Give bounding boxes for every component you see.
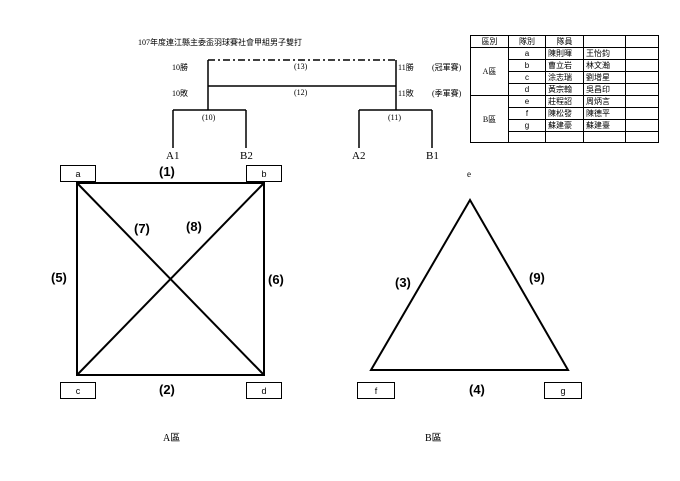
- lose-left-label: 10敗: [172, 89, 188, 98]
- blank-cell: [625, 119, 659, 132]
- match-6-label: (6): [268, 272, 284, 287]
- node-g: g: [544, 382, 582, 399]
- match-2-label: (2): [159, 382, 175, 397]
- blank-cell: [625, 59, 659, 72]
- player-cell: 曹立岩: [545, 59, 584, 72]
- match-3-label: (3): [395, 275, 411, 290]
- team-cell: c: [508, 71, 546, 84]
- player-cell: 蘇建臺: [583, 119, 626, 132]
- node-b: b: [246, 165, 282, 182]
- team-table: 區別 隊別 隊員 A區 a 陳則暉 王怡鈞 b 曹立岩 林文瀚 c 涂志瑞 劉增…: [470, 35, 659, 143]
- header-blank: [625, 35, 659, 48]
- player-cell: 蘇建豪: [545, 119, 584, 132]
- match-7-label: (7): [134, 221, 150, 236]
- seed-b2: B2: [240, 150, 253, 162]
- group-b-lines: [369, 198, 570, 371]
- final-note: (冠軍賽): [432, 63, 462, 72]
- table-row: f 陳松發 陳德平: [471, 107, 659, 120]
- player-cell: 林文瀚: [583, 59, 626, 72]
- team-cell: a: [508, 47, 546, 60]
- node-f: f: [357, 382, 395, 399]
- table-row: B區 e 莊程詔 周炳言: [470, 95, 659, 143]
- player-cell: 王怡鈞: [583, 47, 626, 60]
- match-1-label: (1): [159, 164, 175, 179]
- node-c: c: [60, 382, 96, 399]
- blank-cell: [625, 131, 659, 143]
- team-cell: f: [508, 107, 546, 120]
- seed-b1: B1: [426, 150, 439, 162]
- player-cell: [545, 131, 584, 143]
- lose-right-label: 11敗: [398, 89, 414, 98]
- win-right-label: 11勝: [398, 63, 414, 72]
- match-9-label: (9): [529, 270, 545, 285]
- player-cell: 陳德平: [583, 107, 626, 120]
- match-10-label: (10): [202, 113, 216, 122]
- zone-b-cell: B區: [470, 95, 509, 143]
- team-cell: g: [508, 119, 546, 132]
- group-a-lines: [76, 182, 265, 376]
- player-cell: 吳昌印: [583, 83, 626, 96]
- match-4-label: (4): [469, 382, 485, 397]
- group-b-label: B區: [425, 433, 442, 444]
- header-team: 隊別: [508, 35, 546, 48]
- seed-a1: A1: [166, 150, 180, 162]
- player-cell: 陳則暉: [545, 47, 584, 60]
- seed-a2: A2: [352, 150, 366, 162]
- player-cell: 涂志瑞: [545, 71, 584, 84]
- table-row: A區 a 陳則暉 王怡鈞: [470, 47, 659, 96]
- win-left-label: 10勝: [172, 63, 188, 72]
- player-cell: [583, 131, 626, 143]
- header-zone: 區別: [470, 35, 509, 48]
- match-11-label: (11): [388, 113, 402, 122]
- group-a-label: A區: [163, 433, 181, 444]
- team-cell: b: [508, 59, 546, 72]
- blank-cell: [625, 71, 659, 84]
- blank-cell: [625, 107, 659, 120]
- node-e: e: [467, 169, 471, 179]
- player-cell: 劉增星: [583, 71, 626, 84]
- player-cell: 黃宗翰: [545, 83, 584, 96]
- header-members: 隊員: [545, 35, 584, 48]
- team-cell: [508, 131, 546, 143]
- node-d: d: [246, 382, 282, 399]
- blank-cell: [625, 95, 659, 108]
- third-note: (季軍賽): [432, 89, 462, 98]
- blank-cell: [625, 83, 659, 96]
- blank-cell: [625, 47, 659, 60]
- match-13-label: (13): [294, 62, 308, 71]
- team-cell: e: [508, 95, 546, 108]
- header-members-2: [583, 35, 626, 48]
- bracket-lines: [172, 59, 433, 148]
- node-a: a: [60, 165, 96, 182]
- player-cell: 周炳言: [583, 95, 626, 108]
- table-header-row: 區別 隊別 隊員: [470, 35, 659, 48]
- match-5-label: (5): [51, 270, 67, 285]
- page-title: 107年度連江縣主委盃羽球賽社會甲組男子雙打: [138, 38, 302, 47]
- table-row: g 蘇建豪 蘇建臺: [471, 119, 659, 132]
- team-cell: d: [508, 83, 546, 96]
- table-row: [471, 131, 659, 143]
- match-12-label: (12): [294, 88, 308, 97]
- match-8-label: (8): [186, 219, 202, 234]
- player-cell: 莊程詔: [545, 95, 584, 108]
- zone-a-cell: A區: [470, 47, 509, 96]
- player-cell: 陳松發: [545, 107, 584, 120]
